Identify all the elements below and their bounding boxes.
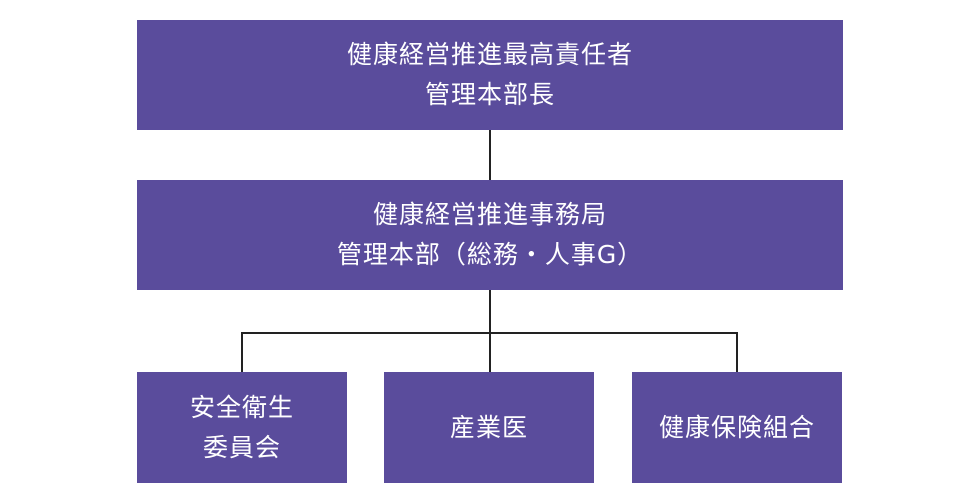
child-node-2-line1: 産業医: [449, 412, 528, 442]
child-node-box-2: 産業医: [384, 372, 594, 483]
middle-node-subtitle: 管理本部（総務・人事G）: [336, 240, 644, 269]
connector-to-child-3: [736, 332, 738, 372]
middle-node-box: 健康経営推進事務局 管理本部（総務・人事G）: [137, 180, 843, 290]
top-node-title: 健康経営推進最高責任者: [346, 40, 633, 69]
top-node-subtitle: 管理本部長: [424, 80, 555, 109]
connector-middle-down: [489, 290, 491, 333]
middle-node-title: 健康経営推進事務局: [372, 200, 607, 229]
child-node-3-line1: 健康保険組合: [658, 412, 815, 442]
child-node-box-1: 安全衛生 委員会: [137, 372, 347, 483]
child-node-1-line2: 委員会: [202, 432, 281, 462]
top-node-box: 健康経営推進最高責任者 管理本部長: [137, 20, 843, 130]
child-node-1-line1: 安全衛生: [189, 392, 294, 422]
connector-to-child-1: [241, 332, 243, 372]
connector-top-to-middle: [489, 130, 491, 180]
child-node-box-3: 健康保険組合: [632, 372, 842, 483]
connector-to-child-2: [489, 332, 491, 372]
